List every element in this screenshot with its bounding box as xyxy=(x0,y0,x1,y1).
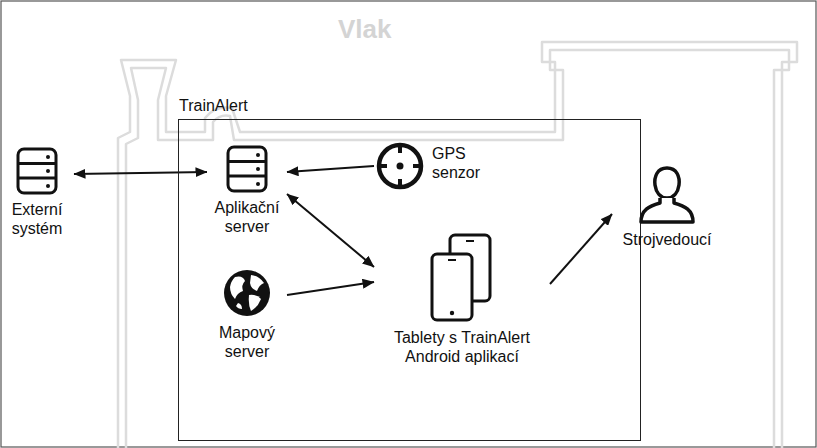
gps-icon xyxy=(374,140,426,192)
arrow-connector xyxy=(74,172,207,174)
system-boundary: TrainAlertAplikační serverGPS senzorMapo… xyxy=(178,119,641,441)
database-node: Externí systém xyxy=(0,146,74,238)
node-label: Externí systém xyxy=(0,200,74,238)
node-label: Mapový server xyxy=(207,323,287,361)
driver-node: Strojvedoucí xyxy=(612,162,722,249)
arrow-connector xyxy=(287,166,374,172)
watermark-label: Vlak xyxy=(338,14,392,45)
node-label: Aplikační server xyxy=(207,198,287,236)
db-icon xyxy=(225,144,269,194)
arrow-connector xyxy=(550,214,612,284)
node-label: GPS senzor xyxy=(426,140,498,182)
arrow-connector xyxy=(287,194,374,267)
db-icon xyxy=(15,146,59,196)
node-label: Strojvedoucí xyxy=(612,230,722,249)
tab-icon xyxy=(426,232,498,324)
server-node: Aplikační server xyxy=(207,144,287,236)
person-icon xyxy=(636,162,698,226)
globe-icon xyxy=(221,267,273,319)
arrow-connector xyxy=(287,282,374,295)
map-server-node: Mapový server xyxy=(207,267,287,361)
node-label: Tablety s TrainAlert Android aplikací xyxy=(374,328,550,366)
boundary-heading: TrainAlert xyxy=(179,96,248,115)
gps-sensor-node: GPS senzor xyxy=(374,140,498,192)
tablet-node: Tablety s TrainAlert Android aplikací xyxy=(374,232,550,366)
